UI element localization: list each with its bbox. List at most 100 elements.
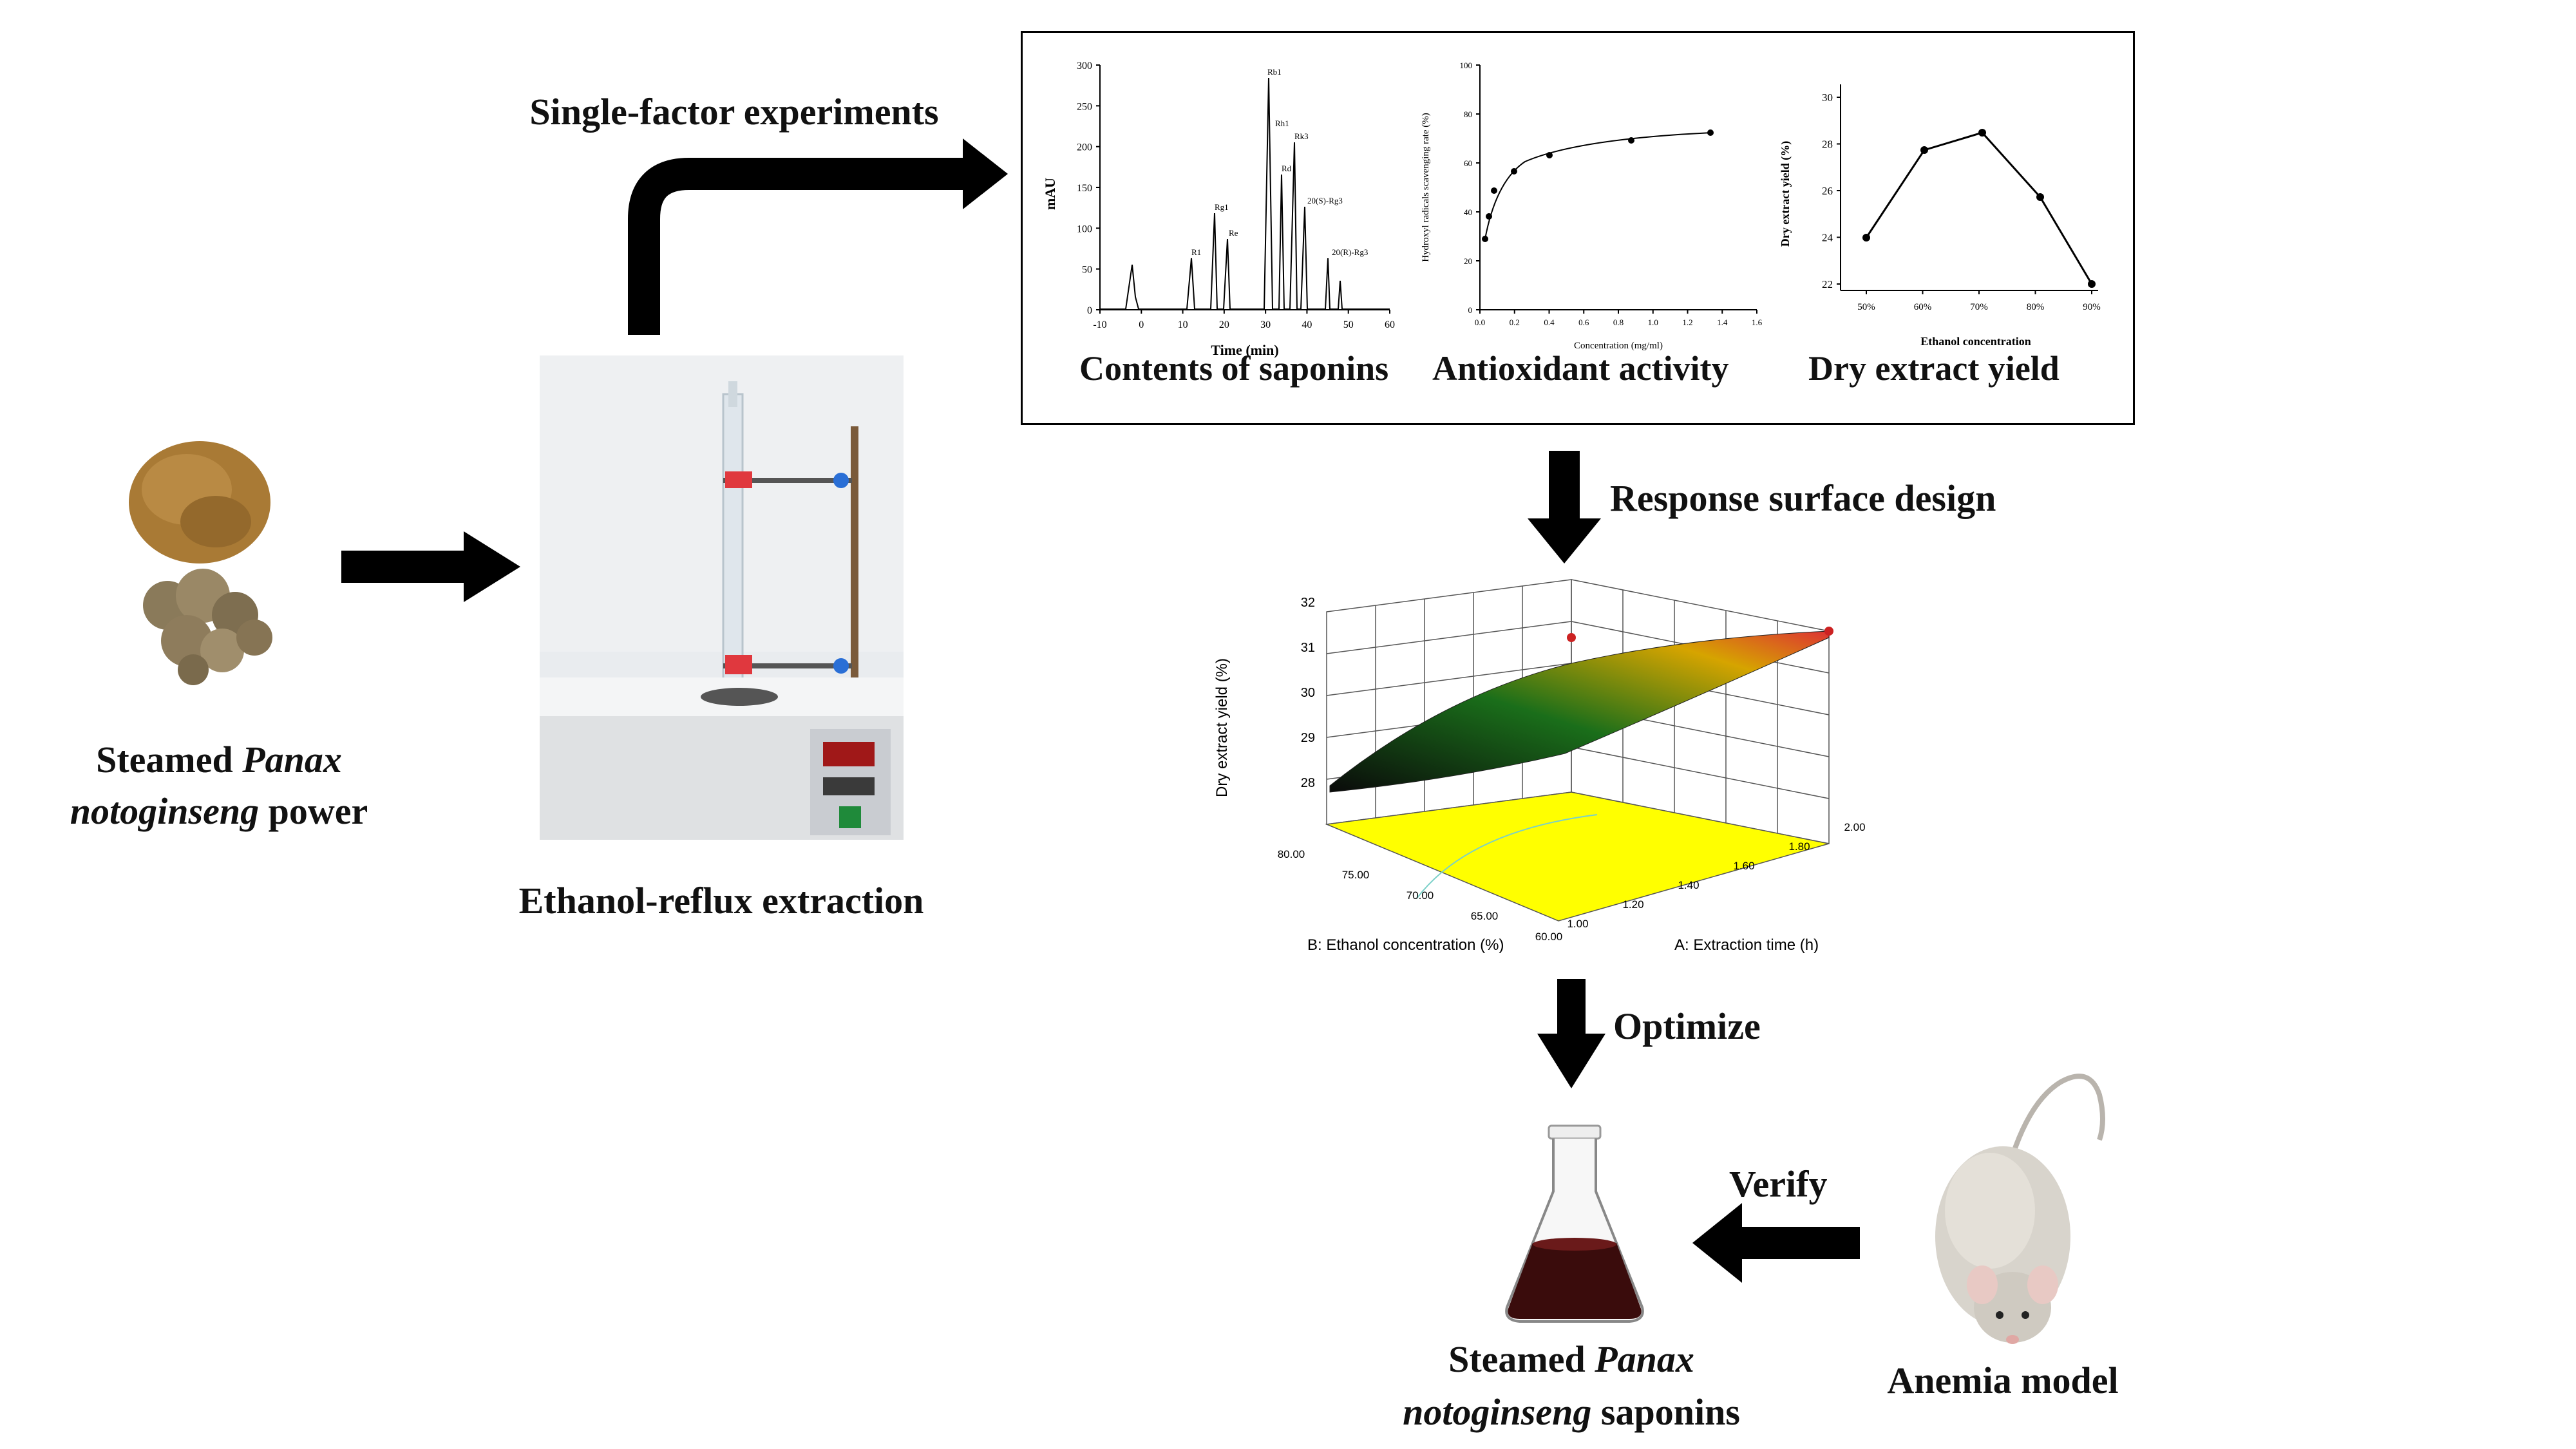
tick-label: 0.2	[1510, 317, 1520, 327]
tick-label: 28	[1301, 776, 1315, 790]
response-surface-plot: Dry extract yield (%) 28 29 30 31 32 80.00 75…	[1213, 579, 1866, 954]
tick-label: 40	[1464, 207, 1472, 217]
tick-label: 1.60	[1733, 860, 1754, 872]
tick-label: 32	[1301, 596, 1315, 610]
arrow-raw-to-extraction	[341, 531, 520, 602]
arrow-extraction-to-panel	[628, 138, 1008, 335]
tick-label: 80%	[2027, 302, 2045, 312]
z-axis-label: Dry extract yield (%)	[1213, 658, 1231, 797]
tick-label: 50	[1082, 265, 1092, 276]
tick-label: 1.6	[1752, 317, 1763, 327]
tick-label: 1.80	[1788, 840, 1810, 853]
peak-label: Rh1	[1275, 118, 1289, 128]
tick-label: 20	[1219, 319, 1229, 330]
tick-label: 80	[1464, 109, 1472, 119]
peak-label: Rg1	[1215, 202, 1229, 212]
tick-label: 0	[1139, 319, 1144, 330]
a-axis-label: A: Extraction time (h)	[1674, 936, 1819, 954]
peak-label: 20(R)-Rg3	[1332, 247, 1368, 257]
tick-label: 29	[1301, 731, 1315, 745]
b-axis-ticks: 80.00 75.00 70.00 65.00 60.00	[1278, 848, 1563, 943]
tick-label: 75.00	[1342, 869, 1370, 881]
antioxidant-xlabel: Concentration (mg/ml)	[1574, 341, 1663, 351]
peak-label: Rb1	[1267, 67, 1282, 77]
tick-label: 1.40	[1678, 879, 1699, 891]
tick-label: 30	[1301, 686, 1315, 700]
response-surface-label: Response surface design	[1610, 477, 1996, 519]
mouse-image	[1935, 1074, 2105, 1344]
tick-label: 20	[1464, 256, 1472, 266]
tick-label: 50	[1343, 319, 1354, 330]
tick-label: 2.00	[1844, 821, 1865, 833]
antioxidant-ylabel: Hydroxyl radicals scavenging rate (%)	[1421, 113, 1431, 262]
tick-label: 1.2	[1682, 317, 1692, 327]
a-axis-ticks: 1.00 1.20 1.40 1.60 1.80 2.00	[1567, 821, 1865, 930]
tick-label: 30	[1822, 91, 1833, 104]
tick-label: 200	[1077, 142, 1092, 153]
tick-label: 1.0	[1648, 317, 1658, 327]
steamed-powder-image	[129, 441, 272, 685]
arrow-surface-to-product	[1537, 979, 1605, 1088]
tick-label: 60%	[1914, 302, 1932, 312]
tick-label: 30	[1260, 319, 1271, 330]
tick-label: 150	[1077, 183, 1092, 194]
tick-label: 0.0	[1475, 317, 1485, 327]
tick-label: 40	[1302, 319, 1312, 330]
tick-label: 60	[1464, 158, 1472, 168]
raw-material-label: Steamed Panax notoginseng power	[70, 739, 368, 832]
tick-label: 1.00	[1567, 918, 1588, 930]
tick-label: 90%	[2083, 302, 2101, 312]
yield-ylabel: Dry extract yield (%)	[1779, 141, 1792, 247]
tick-label: 0.6	[1578, 317, 1589, 327]
tick-label: 80.00	[1278, 848, 1305, 860]
tick-label: 22	[1822, 278, 1833, 290]
tick-label: 1.20	[1622, 898, 1643, 911]
tick-label: 0	[1468, 305, 1473, 315]
tick-label: 26	[1822, 185, 1833, 197]
peak-label: Rk3	[1294, 131, 1309, 141]
peak-label: 20(S)-Rg3	[1307, 196, 1343, 205]
peak-label: Rd	[1282, 164, 1292, 173]
tick-label: 1.4	[1717, 317, 1728, 327]
tick-label: 60.00	[1535, 931, 1563, 943]
extraction-label: Ethanol-reflux extraction	[518, 880, 924, 922]
tick-label: 100	[1460, 61, 1473, 70]
verify-label: Verify	[1729, 1163, 1828, 1205]
yield-xlabel: Ethanol concentration	[1920, 335, 2031, 348]
antioxidant-caption: Antioxidant activity	[1432, 349, 1729, 388]
tick-label: 70%	[1970, 302, 1988, 312]
single-factor-panel: 0 50 100 150 200 250 300 -10 0 10 20 30 40 50 60 mAU T…	[1021, 31, 2135, 425]
tick-label: 24	[1822, 232, 1833, 244]
tick-label: 28	[1822, 138, 1833, 151]
arrow-mouse-to-product	[1692, 1203, 1860, 1283]
tick-label: -10	[1093, 319, 1106, 330]
b-axis-label: B: Ethanol concentration (%)	[1307, 936, 1504, 954]
peak-label: R1	[1191, 247, 1201, 257]
tick-label: 100	[1077, 223, 1092, 234]
tick-label: 250	[1077, 101, 1092, 112]
reflux-apparatus-image	[540, 355, 904, 840]
tick-label: 10	[1178, 319, 1188, 330]
product-label: Steamed Panax notoginseng saponins	[1403, 1338, 1740, 1433]
tick-label: 0.4	[1544, 317, 1555, 327]
tick-label: 0.8	[1613, 317, 1624, 327]
flask-image	[1505, 1124, 1644, 1323]
tick-label: 300	[1077, 61, 1092, 71]
peak-label: Re	[1229, 228, 1238, 238]
chrom-ylabel: mAU	[1042, 178, 1058, 210]
tick-label: 31	[1301, 641, 1315, 655]
tick-label: 65.00	[1471, 910, 1499, 922]
yield-caption: Dry extract yield	[1808, 349, 2060, 388]
single-factor-label: Single-factor experiments	[529, 91, 939, 133]
arrow-panel-to-surface	[1528, 451, 1601, 564]
tick-label: 60	[1385, 319, 1395, 330]
z-axis-ticks: 28 29 30 31 32	[1301, 596, 1315, 790]
chrom-xlabel: Time (min)	[1211, 342, 1278, 358]
tick-label: 70.00	[1406, 889, 1434, 902]
saponins-caption: Contents of saponins	[1079, 349, 1389, 388]
optimize-label: Optimize	[1613, 1005, 1761, 1047]
